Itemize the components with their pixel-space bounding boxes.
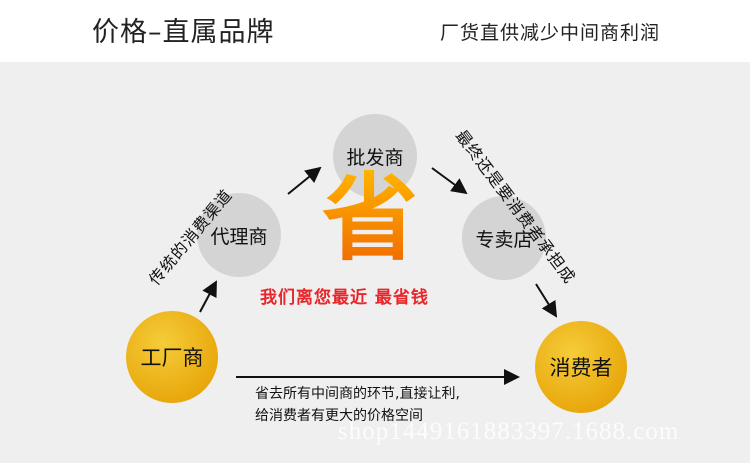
node-store: 专卖店 (462, 196, 546, 280)
watermark: shop1449161883397.1688.com (338, 418, 680, 445)
page-subtitle: 厂货直供减少中间商利润 (440, 22, 661, 44)
description-line-2: 给消费者有更大的价格空间 (255, 408, 423, 424)
node-agent-label: 代理商 (210, 225, 268, 248)
node-wholesaler-label: 批发商 (346, 146, 404, 169)
node-store-label: 专卖店 (475, 228, 533, 251)
node-consumer-label: 消费者 (549, 356, 613, 380)
save-char-graphic: 省 (322, 162, 418, 274)
node-consumer: 消费者 (535, 321, 627, 413)
slogan: 我们离您最近 最省钱 (260, 288, 429, 308)
node-factory-label: 工厂商 (140, 346, 204, 370)
arrow-agent-to-wholesaler (287, 166, 322, 195)
arrow-store-to-consumer (535, 283, 558, 318)
arrow-wholesaler-to-store (431, 167, 468, 195)
node-agent: 代理商 (197, 193, 281, 277)
description-line-1: 省去所有中间商的环节,直接让利, (255, 386, 460, 402)
node-wholesaler: 批发商 (333, 114, 417, 198)
node-factory: 工厂商 (126, 311, 218, 403)
header: 价格–直属品牌 厂货直供减少中间商利润 (0, 0, 750, 62)
arrow-factory-to-agent (199, 280, 217, 313)
page-title: 价格–直属品牌 (92, 17, 275, 48)
description: 省去所有中间商的环节,直接让利, 给消费者有更大的价格空间 (255, 383, 460, 427)
